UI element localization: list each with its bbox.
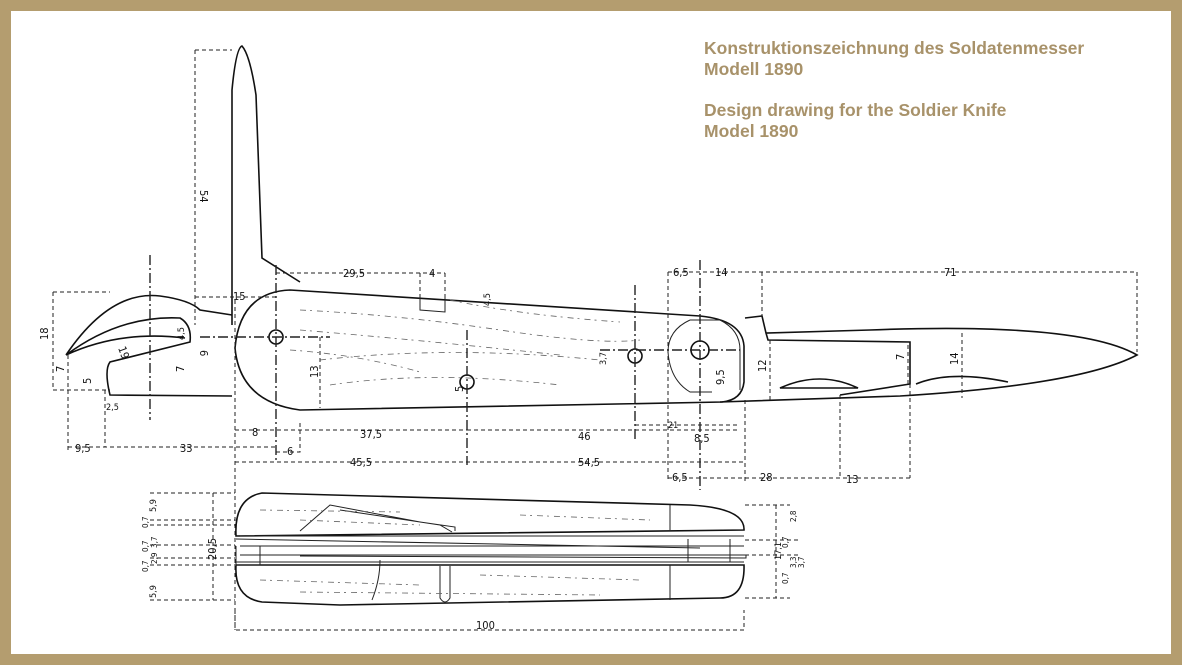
- dim-label: 13: [846, 473, 859, 486]
- dim-label: 7: [54, 366, 67, 372]
- dim-label: 21: [668, 421, 678, 431]
- dim-label: 54,5: [578, 456, 600, 469]
- dim-label: 12: [756, 359, 769, 372]
- pivot-plate: [667, 319, 741, 393]
- dim-label: 15: [233, 290, 246, 303]
- dim-label: 6,5: [673, 266, 689, 279]
- dim-label: 54: [197, 190, 210, 203]
- drawing-sheet: [11, 11, 1171, 654]
- dim-label: 9,5: [75, 442, 91, 455]
- top-view: 100 20,5 5,9 0,7 3,7 0,7 2,9 0,7 5,9 17,…: [141, 492, 806, 632]
- dim-label: 18: [38, 327, 51, 340]
- dim-label: 0,7: [781, 573, 790, 584]
- dim-label: 6: [197, 350, 210, 356]
- main-blade-open-up: [231, 45, 301, 325]
- top-scale-upper: [235, 492, 745, 537]
- dim-label: 3,3: [789, 557, 798, 568]
- screwdriver-blade: [719, 315, 1139, 403]
- dim-label: 13: [308, 365, 321, 378]
- dim-label: 7: [894, 354, 907, 360]
- dim-label: 6,5: [672, 471, 688, 484]
- dim-label: 8: [252, 426, 258, 439]
- dim-label: 2,9: [150, 552, 159, 564]
- dim-label: 4,5: [177, 327, 187, 340]
- shield-cutout: [419, 295, 446, 313]
- dim-label: 45,5: [350, 456, 372, 469]
- dim-label: 8,5: [694, 432, 710, 445]
- dim-label: 100: [476, 619, 495, 632]
- blade-recess: [779, 375, 1009, 389]
- dim-label: 5: [81, 378, 94, 384]
- dim-label: 2,5: [106, 403, 119, 413]
- dim-label: 33: [180, 442, 193, 455]
- dim-label: 3,7: [599, 352, 609, 365]
- blade-in-handle: [299, 504, 456, 601]
- side-view: 54 29,5 4 15 18 7 5 19 2,5 7 4,5 6 13 9,…: [38, 45, 1139, 630]
- dimension-lines: [52, 49, 1138, 630]
- liners: [235, 535, 747, 566]
- top-scale-lower: [235, 564, 745, 606]
- wood-grain: [289, 299, 641, 386]
- dim-label: 2,8: [789, 510, 798, 522]
- dim-label: 5,9: [149, 585, 159, 598]
- title-english-line1: Design drawing for the Soldier Knife: [704, 100, 1007, 120]
- dim-label: 4,5: [483, 293, 493, 306]
- dim-label: 14: [948, 352, 961, 365]
- side-view-dimension-labels: 54 29,5 4 15 18 7 5 19 2,5 7 4,5 6 13 9,…: [38, 190, 961, 486]
- top-view-dimension-labels: 100 20,5 5,9 0,7 3,7 0,7 2,9 0,7 5,9 17,…: [141, 499, 806, 632]
- title-german-line1: Konstruktionszeichnung des Soldatenmesse…: [704, 38, 1085, 58]
- can-opener-hook: [65, 294, 233, 397]
- awl-slot: [439, 566, 451, 603]
- dim-label: 3,7: [797, 557, 806, 568]
- dim-label: 4: [429, 267, 435, 280]
- bolster-lines: [669, 505, 731, 600]
- top-view-dimension-lines: [150, 492, 800, 631]
- dim-label: 29,5: [343, 267, 365, 280]
- dim-label: 14: [715, 266, 728, 279]
- dim-label: 0,7: [141, 517, 150, 528]
- dim-label: 0,7: [141, 541, 150, 552]
- handle-outline: [234, 289, 745, 411]
- dim-label: 20,5: [206, 538, 219, 560]
- dim-label: 0,7: [141, 561, 150, 572]
- dim-label: 46: [578, 430, 591, 443]
- dim-label: 9,5: [714, 369, 727, 385]
- dim-label: 3,7: [150, 537, 159, 548]
- dim-label: 71: [944, 266, 957, 279]
- dim-label: 19: [115, 345, 132, 361]
- title-english-line2: Model 1890: [704, 121, 799, 141]
- drawing-title: Konstruktionszeichnung des Soldatenmesse…: [704, 38, 1084, 142]
- title-german-line2: Modell 1890: [704, 59, 804, 79]
- dim-label: 37,5: [360, 428, 382, 441]
- dim-label: 0,7: [781, 537, 790, 548]
- dim-label: 17,1: [774, 542, 784, 560]
- dim-label: 5: [453, 386, 466, 392]
- dim-label: 5,9: [149, 499, 159, 512]
- dim-label: 7: [174, 366, 187, 372]
- dim-label: 6: [287, 445, 293, 458]
- dim-label: 28: [760, 471, 773, 484]
